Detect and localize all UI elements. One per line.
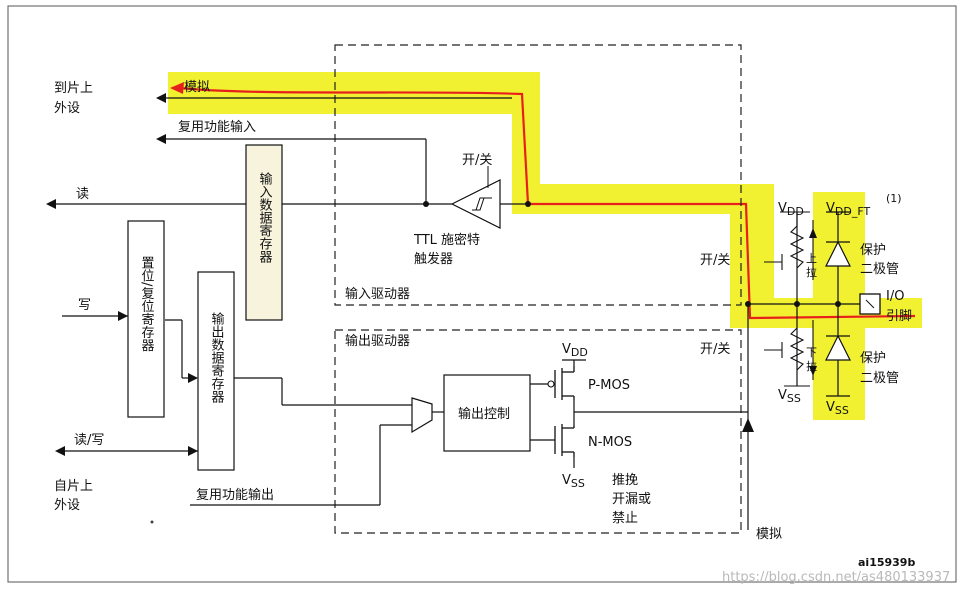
to-onchip-label-2: 外设 bbox=[54, 101, 80, 116]
pull-down-label-1: 下 bbox=[806, 346, 817, 359]
output-control-label: 输出控制 bbox=[458, 406, 510, 422]
vdd-ft-label: VDD_FT bbox=[826, 201, 870, 218]
pull-down-onoff-label: 开/关 bbox=[700, 342, 730, 357]
ttl-schmitt-label-2: 触发器 bbox=[414, 251, 453, 267]
protect-diode-down-label-1: 保护 bbox=[860, 351, 886, 366]
arrowheads bbox=[46, 93, 754, 456]
io-pin-mark bbox=[865, 299, 875, 309]
push-pull-label-1: 推挽 bbox=[612, 473, 638, 488]
af-output-label: 复用功能输出 bbox=[196, 487, 274, 503]
red-arrowhead bbox=[170, 82, 184, 94]
pull-down-arrow bbox=[809, 366, 817, 376]
pmos-gate-bubble bbox=[547, 380, 555, 388]
figure-id: ai15939b bbox=[858, 556, 915, 569]
input-data-register bbox=[245, 144, 283, 321]
output-data-register bbox=[197, 271, 235, 471]
output-control-block bbox=[443, 374, 531, 452]
bit-set-reset-register bbox=[127, 220, 165, 418]
to-onchip-label-1: 到片上 bbox=[54, 81, 93, 96]
read-write-label: 读/写 bbox=[74, 433, 104, 448]
red-analog-path bbox=[179, 86, 916, 320]
mosfet-symbols bbox=[554, 359, 586, 457]
analog-top-label: 模拟 bbox=[184, 80, 210, 95]
schmitt-trigger-symbol bbox=[450, 179, 501, 229]
protect-diode-up-label-1: 保护 bbox=[860, 243, 886, 258]
vss3-label: VSS bbox=[826, 400, 849, 417]
push-pull-label-2: 开漏或 bbox=[612, 491, 651, 507]
bit-set-reset-register-label: 置位/复位寄存器 bbox=[139, 256, 155, 353]
vdd-label: VDD bbox=[778, 201, 804, 218]
stray-dot bbox=[150, 520, 154, 524]
nmos-label: N-MOS bbox=[588, 435, 632, 450]
junctions bbox=[423, 201, 841, 307]
pull-resistors bbox=[764, 211, 814, 387]
pull-up-onoff-label: 开/关 bbox=[700, 253, 730, 268]
watermark: https://blog.csdn.net/as480133937 bbox=[722, 570, 950, 585]
hysteresis-icon bbox=[472, 197, 492, 211]
pull-down-label-2: 拉 bbox=[806, 359, 817, 373]
push-pull-label-3: 禁止 bbox=[612, 511, 638, 526]
input-driver-box bbox=[334, 44, 742, 306]
analog-highlight bbox=[168, 72, 922, 420]
analog-bottom-label: 模拟 bbox=[756, 527, 782, 542]
write-label: 写 bbox=[78, 298, 91, 313]
pmos-label: P-MOS bbox=[588, 378, 630, 393]
from-onchip-label-2: 外设 bbox=[54, 498, 80, 513]
input-driver-label: 输入驱动器 bbox=[345, 286, 410, 302]
io-pin-label-2: 引脚 bbox=[886, 308, 912, 324]
pull-up-arrow bbox=[809, 228, 817, 238]
output-driver-label: 输出驱动器 bbox=[345, 333, 410, 349]
schmitt-onoff-label: 开/关 bbox=[462, 153, 492, 168]
protection-diodes bbox=[825, 211, 851, 397]
vdd-ft-note: (1) bbox=[886, 192, 902, 205]
signal-lines bbox=[55, 97, 860, 530]
read-label: 读 bbox=[76, 187, 89, 202]
vss1-label: VSS bbox=[562, 473, 585, 490]
af-input-label: 复用功能输入 bbox=[178, 119, 256, 135]
input-data-register-label: 输入数据寄存器 bbox=[257, 171, 273, 264]
vss2-label: VSS bbox=[778, 388, 801, 405]
protect-diode-down-label-2: 二极管 bbox=[860, 371, 899, 386]
from-onchip-label-1: 自片上 bbox=[54, 479, 93, 494]
ttl-schmitt-label-1: TTL 施密特 bbox=[413, 232, 480, 248]
vdd2-label: VDD bbox=[562, 342, 588, 359]
pull-up-label-1: 上 bbox=[806, 252, 817, 265]
output-driver-box bbox=[334, 329, 742, 534]
protect-diode-up-label-2: 二极管 bbox=[860, 262, 899, 277]
io-pin-label-1: I/O bbox=[886, 289, 904, 304]
output-mux-symbol bbox=[411, 397, 433, 434]
pull-up-label-2: 拉 bbox=[806, 265, 817, 279]
output-data-register-label: 输出数据寄存器 bbox=[209, 311, 225, 404]
